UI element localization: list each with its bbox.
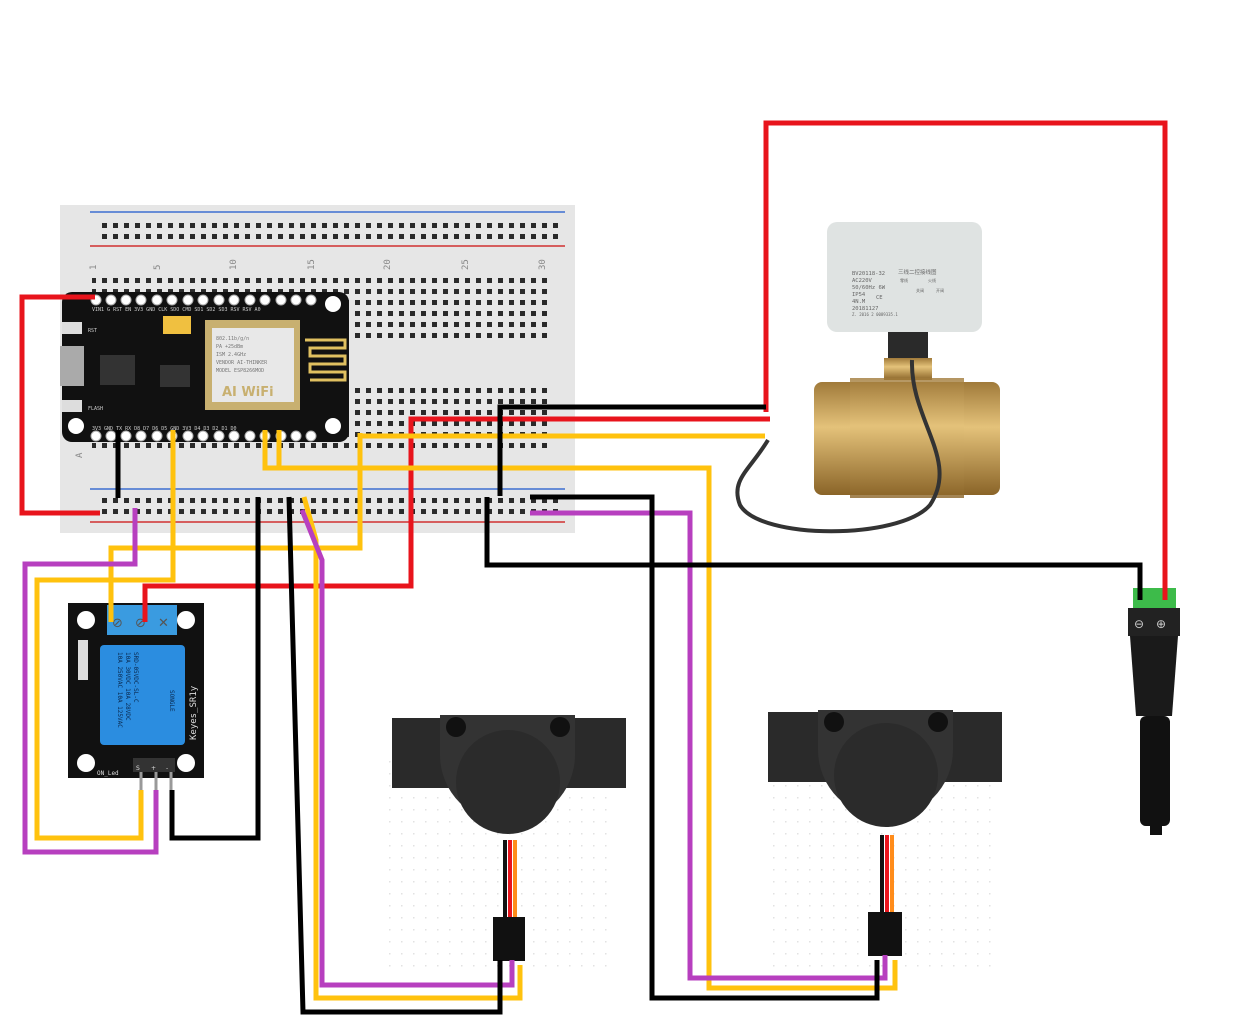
- valve-label: Z. 2016 2 0089335.1: [852, 312, 898, 317]
- terminal-screw: ⊘: [135, 616, 146, 631]
- negative-terminal: ⊖: [1134, 617, 1144, 631]
- column-number: 15: [307, 259, 317, 270]
- motorized-ball-valve: BV20118-32 AC220V 50/60Hz 6W IP54 4N.M C…: [735, 222, 1000, 534]
- wiring-label: 零线: [900, 277, 908, 283]
- bottom-pin-labels: 3V3 GND TX RX D8 D7 D6 D5 GND 3V3 D4 D3 …: [92, 426, 237, 432]
- column-number: 1: [89, 265, 99, 270]
- relay-model: SRD-05VDC-SL-C: [132, 652, 139, 703]
- pin-label-s: S: [136, 765, 140, 772]
- relay-rating: 10A 30VDC 10A 28VDC: [124, 652, 131, 721]
- module-text: 802.11b/g/n: [216, 336, 249, 342]
- wiring-label: 关阀: [916, 287, 924, 293]
- diode: [78, 640, 88, 680]
- valve-cable: [735, 359, 942, 534]
- terminal-screw: ✕: [158, 616, 169, 631]
- flash-label: FLASH: [88, 406, 103, 412]
- wiring-label: 开阀: [936, 287, 944, 293]
- relay-brand: SONGLE: [168, 690, 175, 712]
- antenna-trace: [305, 338, 347, 382]
- module-text: VENDOR AI-THINKER: [216, 360, 268, 366]
- wifi-logo: AI WiFi: [222, 385, 274, 400]
- module-text: ISM 2.4GHz: [216, 352, 246, 358]
- column-number: 5: [153, 265, 163, 270]
- relay-module-label: Keyes_SR1y: [189, 685, 199, 740]
- column-number: 10: [229, 259, 239, 270]
- column-number: 20: [383, 259, 393, 270]
- reset-label: RST: [88, 328, 97, 334]
- flash-button[interactable]: [62, 400, 82, 412]
- wiring-diagram-title: 三线二控接线图: [898, 268, 937, 276]
- dc-barrel-jack: ⊖ ⊕: [1128, 588, 1180, 835]
- ce-mark: CE: [876, 295, 883, 301]
- row-letter: A: [75, 452, 85, 458]
- top-pin-labels: VIN1 G RST EN 3V3 GND CLK SDO CMD SD1 SD…: [92, 307, 261, 313]
- valve-label: 20181127: [852, 306, 879, 312]
- relay-module: ⊘ ⊘ ✕ 10A 250VAC 10A 125VAC 10A 30VDC 10…: [68, 603, 204, 790]
- terminal-screw: ⊘: [112, 616, 123, 631]
- wiring-label: 火线: [928, 277, 936, 283]
- relay-rating: 10A 250VAC 10A 125VAC: [116, 652, 123, 728]
- sensor-connector: [868, 912, 902, 956]
- module-text: MODEL ESP8266MOD: [216, 368, 264, 374]
- valve-label: BV20118-32: [852, 271, 885, 277]
- reset-button[interactable]: [62, 322, 82, 334]
- red-wires: [19, 120, 1168, 622]
- column-number: 25: [461, 259, 471, 270]
- sensor-connector: [493, 917, 525, 961]
- valve-label: AC220V: [852, 278, 873, 284]
- flow-sensor-2: [765, 710, 1002, 970]
- positive-terminal: ⊕: [1156, 617, 1166, 631]
- usb-port: [60, 346, 84, 386]
- bottom-pin-header: [90, 430, 317, 442]
- column-number: 30: [538, 259, 548, 270]
- relay-body: [100, 645, 185, 745]
- top-pin-header: [90, 294, 317, 306]
- yellow-wires: [34, 430, 898, 1001]
- nodemcu-board: VIN1 G RST EN 3V3 GND CLK SDO CMD SD1 SD…: [60, 292, 349, 442]
- valve-label: 4N.M: [852, 299, 866, 305]
- pin-label-plus: +: [151, 765, 156, 772]
- black-wires: [115, 404, 1143, 1015]
- purple-wires: [22, 508, 888, 988]
- screw-terminal: [107, 605, 177, 635]
- pin-header: [133, 758, 175, 772]
- led-label: ON_Led: [97, 770, 119, 777]
- flow-sensor-1: [385, 715, 626, 970]
- valve-label: 50/60Hz 6W: [852, 285, 886, 291]
- pin-label-minus: -: [166, 765, 168, 772]
- module-text: PA +25dBm: [216, 344, 243, 350]
- wires: [19, 120, 1168, 1015]
- valve-label: IP54: [852, 292, 866, 298]
